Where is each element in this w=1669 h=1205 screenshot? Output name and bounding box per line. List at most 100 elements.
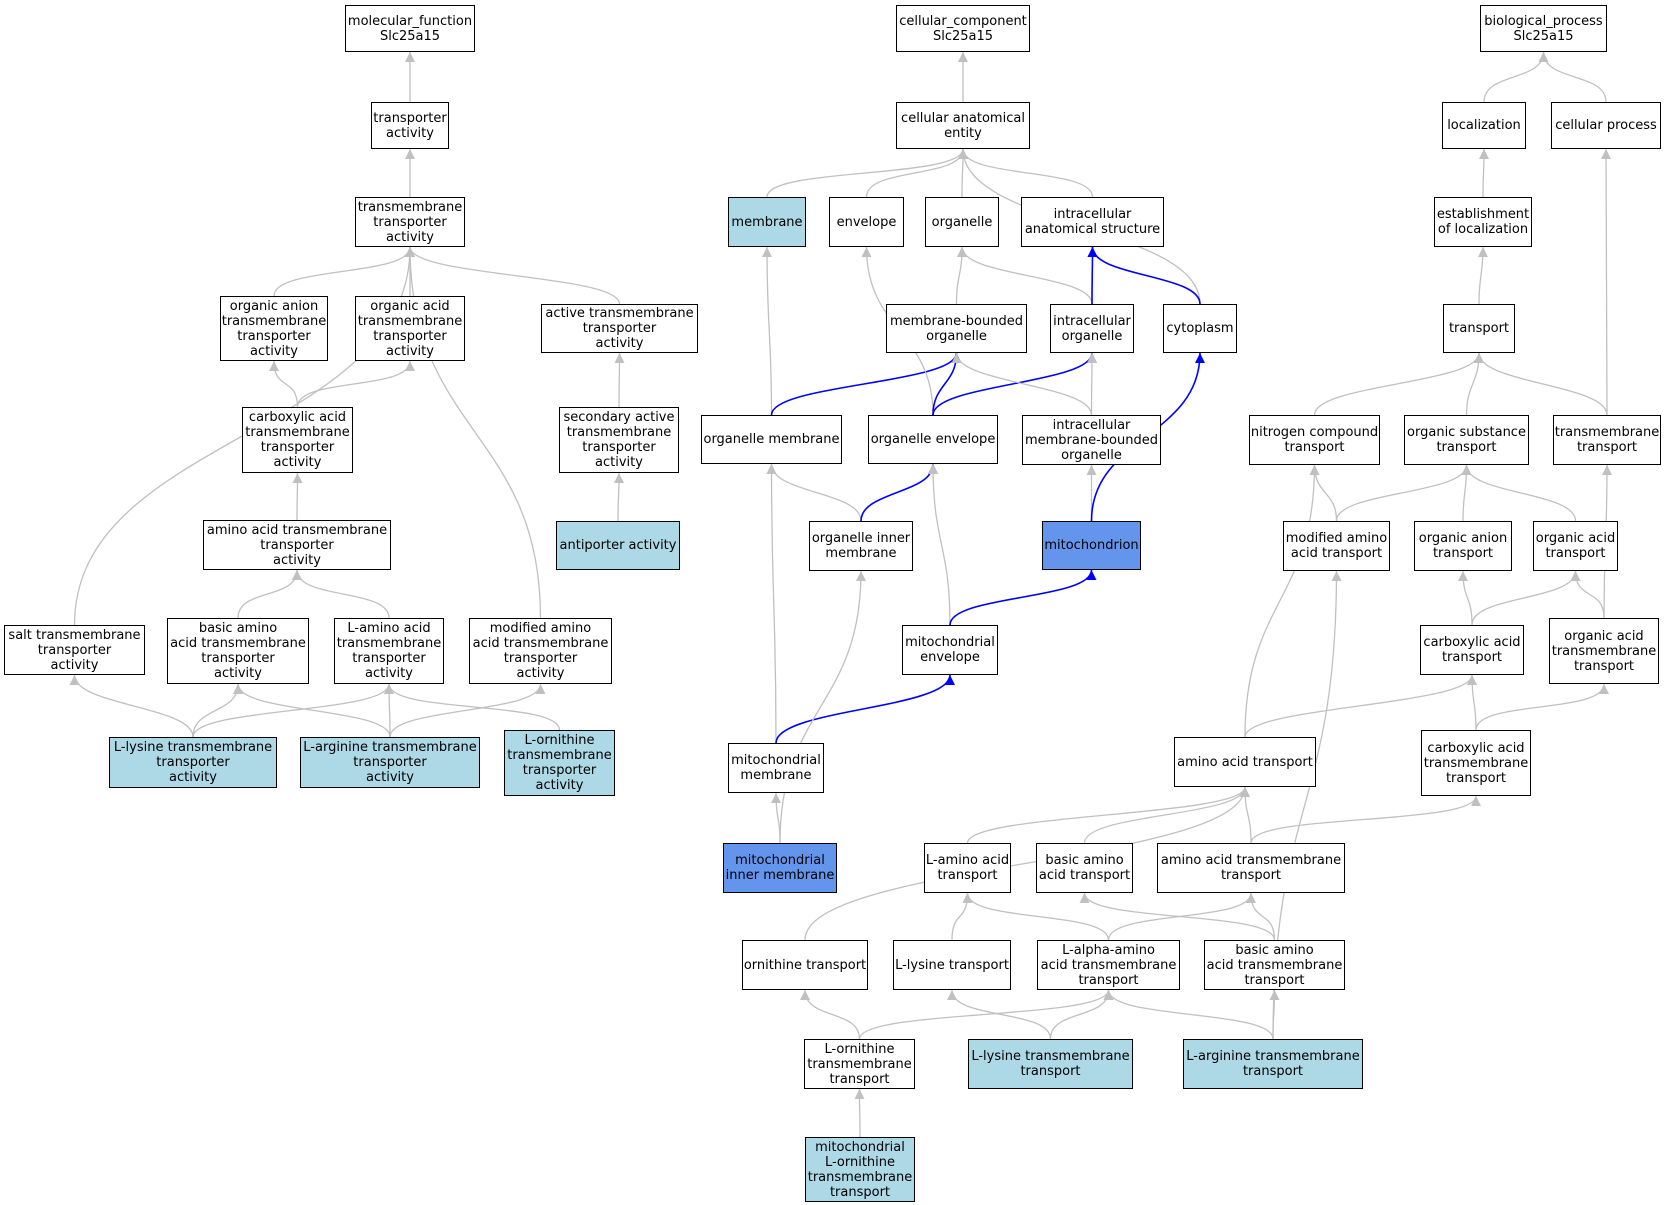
edge-mm-to-om [766,463,777,744]
node-laatt[interactable]: L-alpha-amino acid transmembrane transpo… [1037,940,1180,990]
node-latt[interactable]: L-arginine transmembrane transport [1183,1039,1363,1089]
edge-latta-to-laatta [384,683,395,738]
edge-oant-to-ost [1461,464,1472,522]
node-mbo[interactable]: membrane-bounded organelle [886,304,1027,353]
edge-membrane-to-cae [766,148,968,198]
edge-oe-to-io [932,352,1097,416]
node-eol[interactable]: establishment of localization [1434,197,1532,247]
edge-lltta-to-stta [69,674,194,738]
edge-latt-to-laatt [1103,989,1274,1040]
node-ot[interactable]: ornithine transport [742,940,868,990]
edge-mim-to-oim [779,570,866,844]
node-cae[interactable]: cellular anatomical entity [896,102,1030,149]
node-aatt[interactable]: amino acid transmembrane transport [1157,843,1345,893]
node-tt[interactable]: transmembrane transport [1553,415,1661,465]
node-oant[interactable]: organic anion transport [1414,521,1512,571]
node-atta[interactable]: active transmembrane transporter activit… [541,304,698,353]
edge-loc-to-bp_root [1483,51,1549,103]
node-transport[interactable]: transport [1443,304,1515,353]
node-oact[interactable]: organic acid transport [1533,521,1618,571]
node-envelope[interactable]: envelope [829,197,904,247]
node-llt[interactable]: L-lysine transport [893,940,1011,990]
edge-om-to-mbo [770,352,962,416]
node-io[interactable]: intracellular organelle [1050,304,1134,353]
node-oe[interactable]: organelle envelope [868,415,998,464]
node-aatta[interactable]: amino acid transmembrane transporter act… [203,520,391,570]
node-mf_root[interactable]: molecular_function Slc25a15 [345,5,475,52]
node-me[interactable]: mitochondrial envelope [902,625,998,675]
node-lot[interactable]: L-ornithine transmembrane transport [804,1039,915,1089]
node-lltta[interactable]: L-lysine transmembrane transporter activ… [109,737,277,788]
node-cp[interactable]: cellular process [1551,102,1661,149]
node-loc[interactable]: localization [1442,102,1526,149]
edge-oact-to-ost [1461,464,1577,522]
edge-io-to-organelle [957,246,1093,305]
edge-lotta-to-laatta [384,683,561,731]
edge-laatta-to-aatta [292,569,390,619]
node-cat[interactable]: carboxylic acid transport [1420,625,1524,675]
edge-ias-to-cae [958,148,1094,198]
node-mito[interactable]: mitochondrion [1042,521,1141,570]
node-imbo[interactable]: intracellular membrane-bounded organelle [1022,415,1161,465]
edge-imbo-to-mbo [951,352,1093,416]
edge-om-to-membrane [762,246,773,416]
node-laatta[interactable]: L-amino acid transmembrane transporter a… [334,618,444,684]
node-satta[interactable]: secondary active transmembrane transport… [559,407,679,473]
node-maatta[interactable]: modified amino acid transmembrane transp… [469,618,612,684]
node-laat[interactable]: L-amino acid transport [924,843,1011,893]
edge-laat-to-aat [966,786,1250,844]
edge-cat-to-oant [1458,570,1473,626]
edge-satta-to-atta [614,352,625,408]
node-cc_root[interactable]: cellular_component Slc25a15 [896,5,1030,52]
edge-aatt-to-catt [1250,795,1481,844]
node-mm[interactable]: mitochondrial membrane [728,743,824,793]
node-ta[interactable]: transporter activity [371,102,449,149]
node-ias[interactable]: intracellular anatomical structure [1021,197,1164,247]
node-bp_root[interactable]: biological_process Slc25a15 [1480,5,1607,52]
edge-aat-to-nct [1244,464,1320,738]
node-catta[interactable]: carboxylic acid transmembrane transporte… [242,407,353,473]
edge-maat-to-ost [1335,464,1472,522]
node-lotta[interactable]: L-ornithine transmembrane transporter ac… [504,730,615,796]
node-ost[interactable]: organic substance transport [1404,415,1529,465]
node-om[interactable]: organelle membrane [701,415,842,464]
node-cytoplasm[interactable]: cytoplasm [1163,304,1237,353]
node-catt[interactable]: carboxylic acid transmembrane transport [1421,730,1531,796]
node-organelle[interactable]: organelle [925,197,999,247]
node-tta[interactable]: transmembrane transporter activity [355,197,465,247]
node-lltt[interactable]: L-lysine transmembrane transport [968,1039,1133,1089]
node-oatta[interactable]: organic anion transmembrane transporter … [220,296,328,361]
node-baatt[interactable]: basic amino acid transmembrane transport [1204,940,1345,990]
edge-oe-to-mbo [932,352,962,416]
edge-aat-to-cat [1244,674,1477,738]
node-mlot[interactable]: mitochondrial L-ornithine transmembrane … [805,1137,915,1202]
edge-baat-to-aat [1083,786,1250,844]
edge-latta-to-maatta [389,683,546,738]
node-baatta[interactable]: basic amino acid transmembrane transport… [167,618,309,684]
edge-oim-to-om [766,463,862,522]
node-oim[interactable]: organelle inner membrane [809,521,913,571]
node-anti[interactable]: antiporter activity [556,521,680,570]
node-nct[interactable]: nitrogen compound transport [1249,415,1380,465]
node-oacta[interactable]: organic acid transmembrane transporter a… [355,296,465,361]
edge-cat-to-oact [1471,570,1581,626]
edge-lltt-to-laatt [1049,989,1114,1040]
edge-cp-to-bp_root [1538,51,1607,103]
node-latta[interactable]: L-arginine transmembrane transporter act… [300,737,480,788]
node-stta[interactable]: salt transmembrane transporter activity [4,625,145,675]
edge-nct-to-transport [1313,352,1484,416]
node-aat[interactable]: amino acid transport [1174,737,1316,787]
edge-baatt-to-aatt [1246,892,1276,941]
node-baat[interactable]: basic amino acid transport [1036,843,1133,893]
node-oatt[interactable]: organic acid transmembrane transport [1549,618,1659,684]
node-maat[interactable]: modified amino acid transport [1283,521,1390,571]
edge-catta-to-oacta [296,360,415,408]
edge-atta-to-tta [405,246,621,305]
edge-me-to-mito [949,569,1097,626]
node-membrane[interactable]: membrane [728,197,806,247]
edge-aatta-to-catta [292,472,303,521]
node-mim[interactable]: mitochondrial inner membrane [723,843,837,893]
edge-mim-to-mm [771,792,782,844]
